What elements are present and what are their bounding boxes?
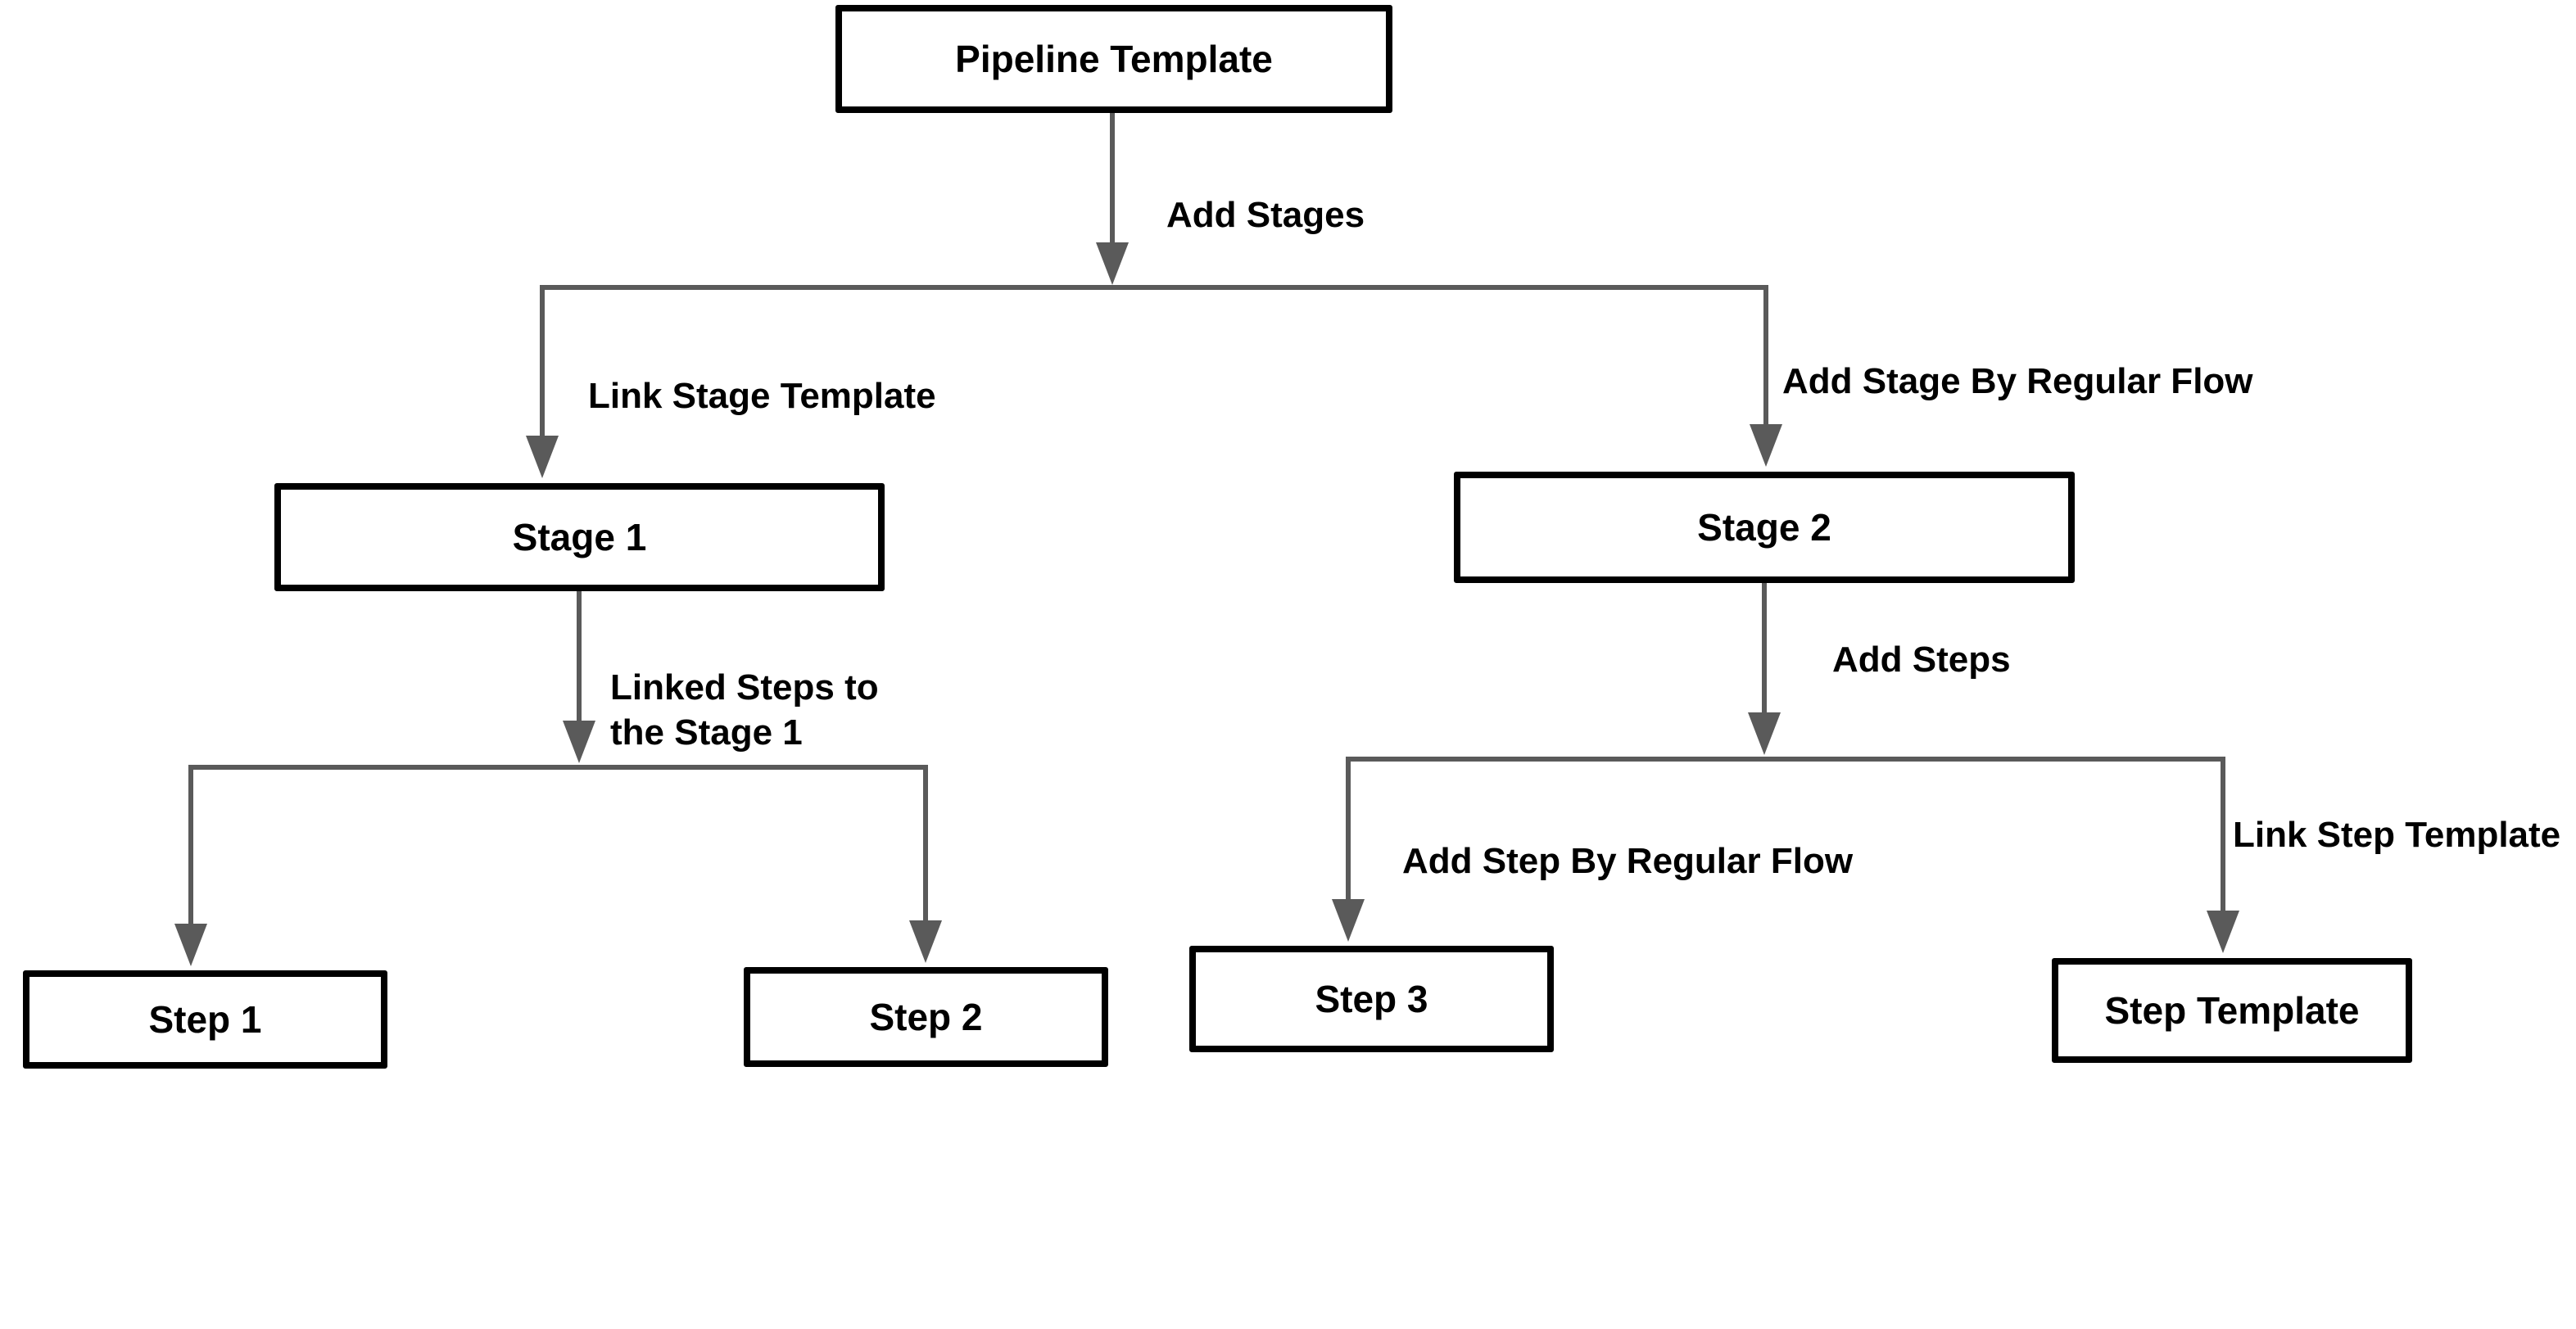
edge-stage1-down-arrowhead	[563, 721, 595, 763]
edge-label-add-steps: Add Steps	[1832, 640, 2011, 680]
node-step-1: Step 1	[23, 970, 387, 1069]
edge-to-stage2-arrowhead	[1750, 424, 1782, 467]
edge-to-step2-arrowhead	[909, 920, 942, 963]
edge-stage2-down-arrowhead	[1748, 712, 1781, 755]
node-stage-1: Stage 1	[274, 483, 885, 591]
edge-label-add-stage-by-regular-flow: Add Stage By Regular Flow	[1782, 361, 2253, 401]
edge-pipeline-down-arrowhead	[1096, 242, 1129, 285]
edge-label-link-stage-template: Link Stage Template	[588, 376, 936, 416]
edge-label-add-step-by-regular-flow: Add Step By Regular Flow	[1402, 841, 1854, 881]
node-step-template: Step Template	[2052, 958, 2412, 1063]
edge-to-step3-arrowhead	[1332, 899, 1365, 942]
node-step-3: Step 3	[1189, 946, 1554, 1052]
edge-to-stage1-arrowhead	[526, 436, 559, 478]
edge-to-step-template-arrowhead	[2207, 911, 2239, 953]
edge-label-linked-steps-to-stage-1: Linked Steps to the Stage 1	[610, 667, 879, 753]
node-stage-2: Stage 2	[1454, 472, 2075, 583]
edge-label-add-stages: Add Stages	[1166, 195, 1365, 235]
edge-to-step1-arrowhead	[174, 924, 207, 966]
edge-label-link-step-template: Link Step Template	[2233, 815, 2561, 855]
node-step-2: Step 2	[744, 967, 1108, 1067]
node-pipeline-template: Pipeline Template	[835, 5, 1392, 113]
